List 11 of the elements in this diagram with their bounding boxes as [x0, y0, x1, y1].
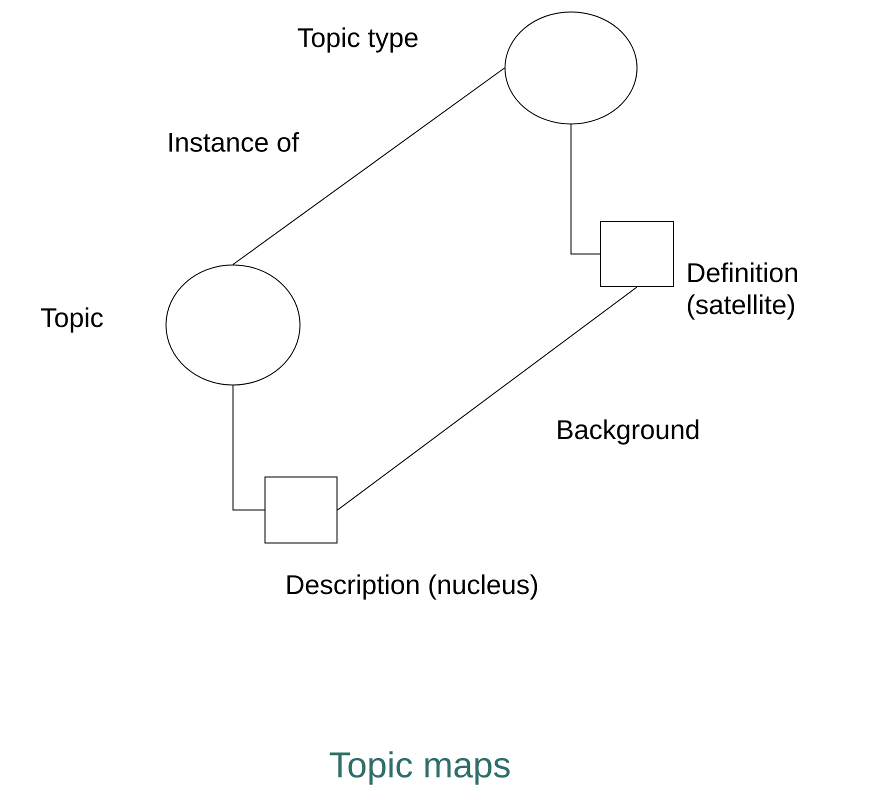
node-label: Definition (satellite): [688, 262, 797, 320]
title: Topic maps: [330, 751, 510, 785]
node-label: Topic type: [298, 27, 418, 53]
edge-label: Instance of: [166, 131, 300, 153]
connector-line: [232, 68, 505, 265]
connector-line: [232, 385, 265, 510]
node-label: Description (nucleus): [287, 574, 538, 600]
node-label: Topic: [41, 307, 103, 333]
connector-line: [337, 286, 638, 510]
connector-line: [570, 124, 600, 254]
edge-label: Background: [554, 418, 702, 446]
